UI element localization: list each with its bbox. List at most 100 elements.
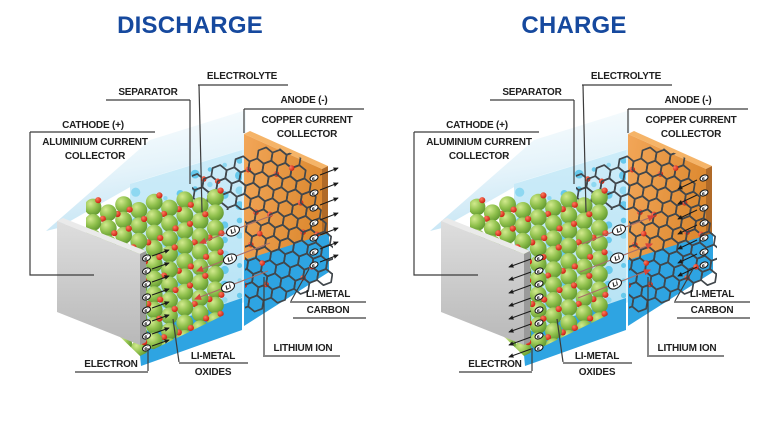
electron-arrow [677,179,698,190]
electron-icon: e⁻ [141,254,151,262]
lithium-dot [172,225,179,232]
cathode-sphere [514,202,532,219]
lithium-ion-icon: Li [609,252,625,264]
leader-cathode [413,132,478,276]
lithium-dot [540,192,547,199]
electron-icon-glyph: e⁻ [311,249,318,256]
electron-icon: e⁻ [141,280,151,288]
label-cathode: CATHODE (+) [446,120,508,131]
lithium-dot [556,286,563,294]
label-separator: SEPARATOR [502,87,562,98]
lithium-dot [601,249,608,256]
lithium-dot [160,334,168,341]
label-electrolyte: ELECTROLYTE [591,71,662,82]
electron-arrow [319,227,339,236]
lithium-dot [156,253,163,261]
electron-arrow [151,339,170,347]
cathode-sphere [191,197,209,215]
cathode-sphere [575,197,593,215]
lithium-ion-icon-glyph: Li [224,283,233,292]
lithium-dot [541,234,548,242]
lithium-ion-icon-circle [225,225,241,237]
diagram-title: CHARGE [521,12,626,39]
lithium-dot [510,206,517,213]
cathode-sphere [99,343,117,356]
cathode-sphere [483,343,501,356]
electron-arrow [151,275,170,283]
lithium-dot [575,300,582,308]
electron-arrow [319,241,339,250]
electron-arrow [319,212,339,221]
electron-arrow [677,253,698,264]
label-separator: SEPARATOR [118,87,178,98]
electron-arrow [319,197,339,206]
lithium-dot [217,187,224,194]
electron-icon-glyph: e⁻ [701,249,708,256]
electron-icon-circle [309,248,319,256]
label-copper-line1: COPPER CURRENT [645,115,736,126]
aluminium-plate-front [441,221,524,345]
electron-icon: e⁻ [699,204,709,212]
label-copper-line1: COPPER CURRENT [261,115,352,126]
electron-flow-aluminium: e⁻e⁻e⁻e⁻e⁻e⁻e⁻e⁻ [508,254,544,358]
electron-icon-circle [534,267,544,275]
label-electrolyte: ELECTROLYTE [207,71,278,82]
electron-arrow [677,194,698,205]
electron-arrow [677,239,698,250]
graphite-hexagon [325,257,333,275]
lithium-ion-icon: Li [220,281,236,293]
electron-icon-circle [534,254,544,262]
cathode-sphere [145,209,163,227]
electron-flow-copper: e⁻e⁻e⁻e⁻e⁻e⁻e⁻ [309,167,339,269]
lithium-dot [99,215,106,222]
electron-arrow [508,310,532,320]
label-limetal-oxides-line1: LI-METAL [575,351,619,362]
electron-arrow [677,266,698,277]
electron-icon-glyph: e⁻ [144,345,151,352]
lithium-dot [186,282,194,289]
electron-icon-glyph: e⁻ [536,307,543,314]
separator-pore [236,232,243,239]
electron-icon-glyph: e⁻ [311,220,318,227]
lithium-dot [156,192,163,199]
lithium-dot [544,334,552,341]
electron-icon: e⁻ [699,219,709,227]
electron-icon-circle [699,189,709,197]
cathode-sphere [176,299,194,316]
lithium-dot [160,210,168,218]
electron-icon-glyph: e⁻ [701,175,708,182]
electron-flow-aluminium: e⁻e⁻e⁻e⁻e⁻e⁻e⁻e⁻ [141,249,170,352]
lithium-dot [187,324,194,332]
separator-pore [131,187,141,197]
electron-icon-glyph: e⁻ [536,268,543,275]
leader-limetal-carbon [290,268,310,302]
electron-icon-glyph: e⁻ [311,205,318,212]
lithium-dot [643,260,650,266]
aluminium-plate-right-edge [524,251,530,345]
lithium-dot [525,215,532,223]
electron-icon: e⁻ [309,189,319,197]
lithium-dot [259,260,266,266]
cathode-sphere [470,337,486,355]
lithium-dot [672,165,679,171]
lithium-ion-icon-circle [220,281,236,293]
electron-icon: e⁻ [534,280,544,288]
lithium-dot [571,201,578,208]
electron-icon: e⁻ [534,306,544,314]
electron-icon-circle [534,332,544,340]
label-aluminium-line1: ALUMINIUM CURRENT [426,137,532,148]
label-aluminium-line2: COLLECTOR [449,151,510,162]
lithium-dot [544,272,552,279]
electron-icon-glyph: e⁻ [536,345,543,352]
lithium-dot [640,230,647,237]
cathode-sphere [470,214,486,231]
separator-pore [221,297,228,303]
electron-icon-glyph: e⁻ [311,190,318,197]
separator-pore [207,181,213,188]
electron-icon-glyph: e⁻ [311,262,318,269]
electron-icon: e⁻ [309,219,319,227]
separator-pore [606,162,611,168]
electron-arrow [508,297,532,307]
electron-icon: e⁻ [141,293,151,301]
